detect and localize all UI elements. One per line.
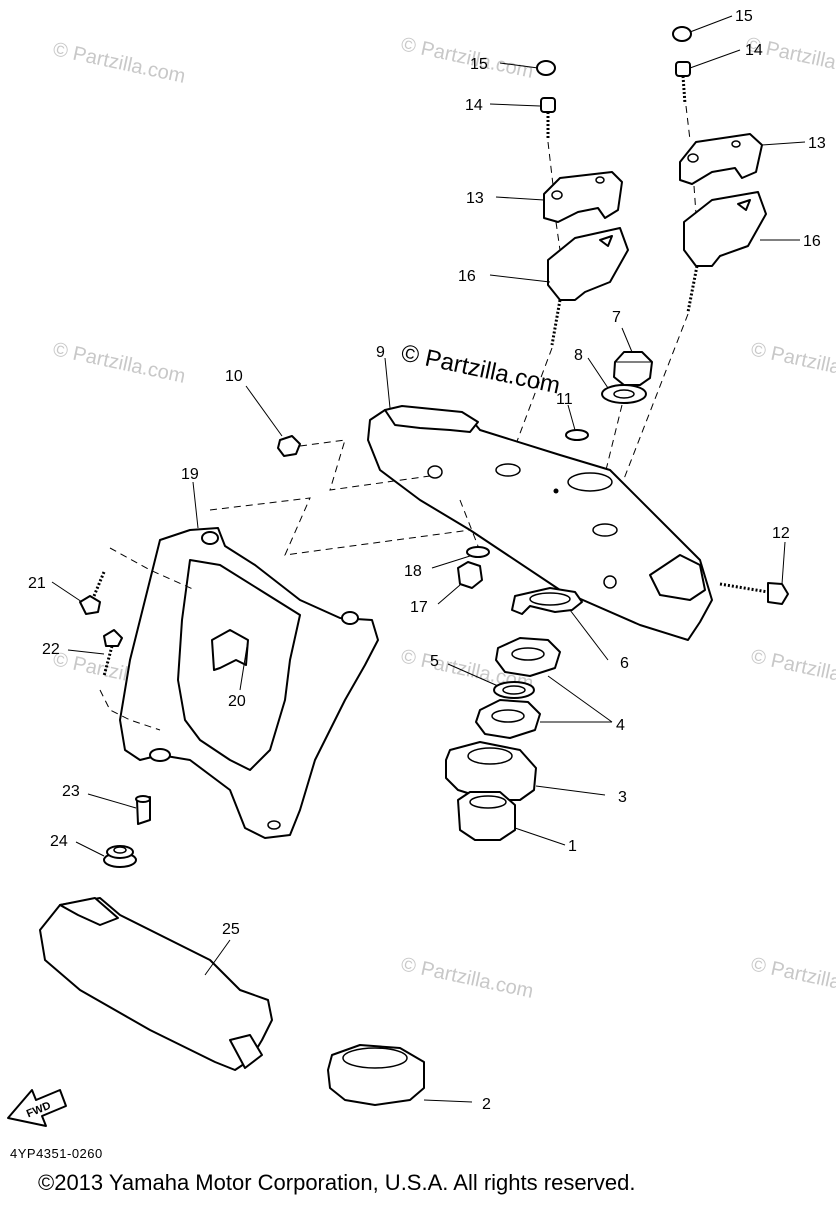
- callout-23[interactable]: 23: [62, 783, 80, 800]
- part-21-bolt[interactable]: [79, 571, 106, 615]
- part-20-bracket[interactable]: [211, 629, 249, 671]
- callout-13[interactable]: 13: [466, 190, 484, 207]
- fwd-arrow-icon: FWD: [7, 1089, 67, 1127]
- watermark: © Partzilla.com: [399, 953, 535, 1003]
- callout-14[interactable]: 14: [745, 42, 763, 59]
- part-6-lock-washer[interactable]: [511, 587, 583, 615]
- callout-labels: 15 14 13 16 15 14 13 16 7 8 9 10 11 12 1…: [28, 8, 826, 1113]
- guide-line: [109, 547, 196, 591]
- part-19-headlight-stay[interactable]: [119, 527, 379, 839]
- watermark: © Partzilla.com: [51, 338, 187, 388]
- callout-3[interactable]: 3: [618, 789, 627, 806]
- callout-7[interactable]: 7: [612, 309, 621, 326]
- guide-line: [555, 221, 561, 251]
- callout-16[interactable]: 16: [803, 233, 821, 250]
- part-22-bolt[interactable]: [102, 629, 123, 677]
- part-7-cap-nut[interactable]: [613, 351, 653, 386]
- guide-line: [459, 499, 479, 547]
- guide-line: [547, 141, 554, 186]
- guide-line: [693, 185, 697, 215]
- callout-6[interactable]: 6: [620, 655, 629, 672]
- part-1-bearing-upper[interactable]: [457, 791, 516, 841]
- part-4-ring-nut-upper[interactable]: [495, 637, 561, 677]
- part-12-bolt[interactable]: [719, 582, 789, 605]
- callout-14[interactable]: 14: [465, 97, 483, 114]
- part-14-bolt-right[interactable]: [675, 61, 691, 105]
- callout-24[interactable]: 24: [50, 833, 68, 850]
- callout-21[interactable]: 21: [28, 575, 46, 592]
- watermark-layer: © Partzilla.com © Partzilla.com © Partzi…: [51, 33, 836, 1003]
- part-23-collar[interactable]: [135, 795, 151, 825]
- part-13-upper-holder-right[interactable]: [679, 133, 763, 185]
- part-9-upper-bracket[interactable]: [367, 405, 713, 641]
- part-3-bearing-cover[interactable]: [445, 741, 537, 801]
- guide-line: [299, 439, 431, 491]
- callout-5[interactable]: 5: [430, 653, 439, 670]
- guide-line: [685, 105, 691, 141]
- guide-line: [99, 689, 161, 731]
- center-watermark: © Partzilla.com: [399, 339, 563, 399]
- callout-11[interactable]: 11: [556, 391, 573, 408]
- copyright-notice: ©2013 Yamaha Motor Corporation, U.S.A. A…: [38, 1170, 635, 1195]
- callout-10[interactable]: 10: [225, 368, 243, 385]
- diagram-code: 4YP4351-0260: [10, 1146, 103, 1161]
- callout-13[interactable]: 13: [808, 135, 826, 152]
- part-8-washer[interactable]: [601, 384, 647, 404]
- callout-19[interactable]: 19: [181, 466, 199, 483]
- callout-15[interactable]: 15: [470, 56, 488, 73]
- guide-line: [605, 404, 623, 471]
- callout-1[interactable]: 1: [568, 838, 577, 855]
- part-5-washer[interactable]: [493, 681, 535, 699]
- watermark: © Partzilla.com: [51, 38, 187, 88]
- callout-22[interactable]: 22: [42, 641, 60, 658]
- part-16-lower-holder-left[interactable]: [547, 227, 629, 346]
- watermark: © Partzilla.com: [749, 953, 836, 1003]
- callout-25[interactable]: 25: [222, 921, 240, 938]
- part-13-upper-holder-left[interactable]: [543, 171, 623, 223]
- leader-lines: [51, 15, 806, 1103]
- watermark: © Partzilla.com: [399, 33, 535, 83]
- part-15-cap-right[interactable]: [672, 26, 692, 42]
- callout-17[interactable]: 17: [410, 599, 428, 616]
- callout-2[interactable]: 2: [482, 1096, 491, 1113]
- guide-line: [209, 497, 471, 556]
- callout-8[interactable]: 8: [574, 347, 583, 364]
- callout-16[interactable]: 16: [458, 268, 476, 285]
- callout-12[interactable]: 12: [772, 525, 790, 542]
- callout-9[interactable]: 9: [376, 344, 385, 361]
- watermark: © Partzilla.com: [749, 338, 836, 388]
- callout-4[interactable]: 4: [616, 717, 625, 734]
- part-4-ring-nut-lower[interactable]: [475, 699, 541, 739]
- part-11-plug[interactable]: [565, 429, 589, 441]
- watermark: © Partzilla.com: [749, 645, 836, 695]
- part-2-bearing-lower[interactable]: [327, 1044, 425, 1106]
- part-15-cap-left[interactable]: [536, 60, 556, 76]
- callout-20[interactable]: 20: [228, 693, 246, 710]
- part-14-bolt-left[interactable]: [540, 97, 556, 140]
- part-25-cover[interactable]: [39, 897, 273, 1071]
- part-10-bolt[interactable]: [277, 435, 301, 457]
- part-24-grommet[interactable]: [103, 845, 137, 868]
- part-17-nut[interactable]: [457, 561, 483, 589]
- part-16-lower-holder-right[interactable]: [683, 191, 767, 313]
- callout-18[interactable]: 18: [404, 563, 422, 580]
- part-18-collar[interactable]: [466, 546, 490, 558]
- callout-15[interactable]: 15: [735, 8, 753, 25]
